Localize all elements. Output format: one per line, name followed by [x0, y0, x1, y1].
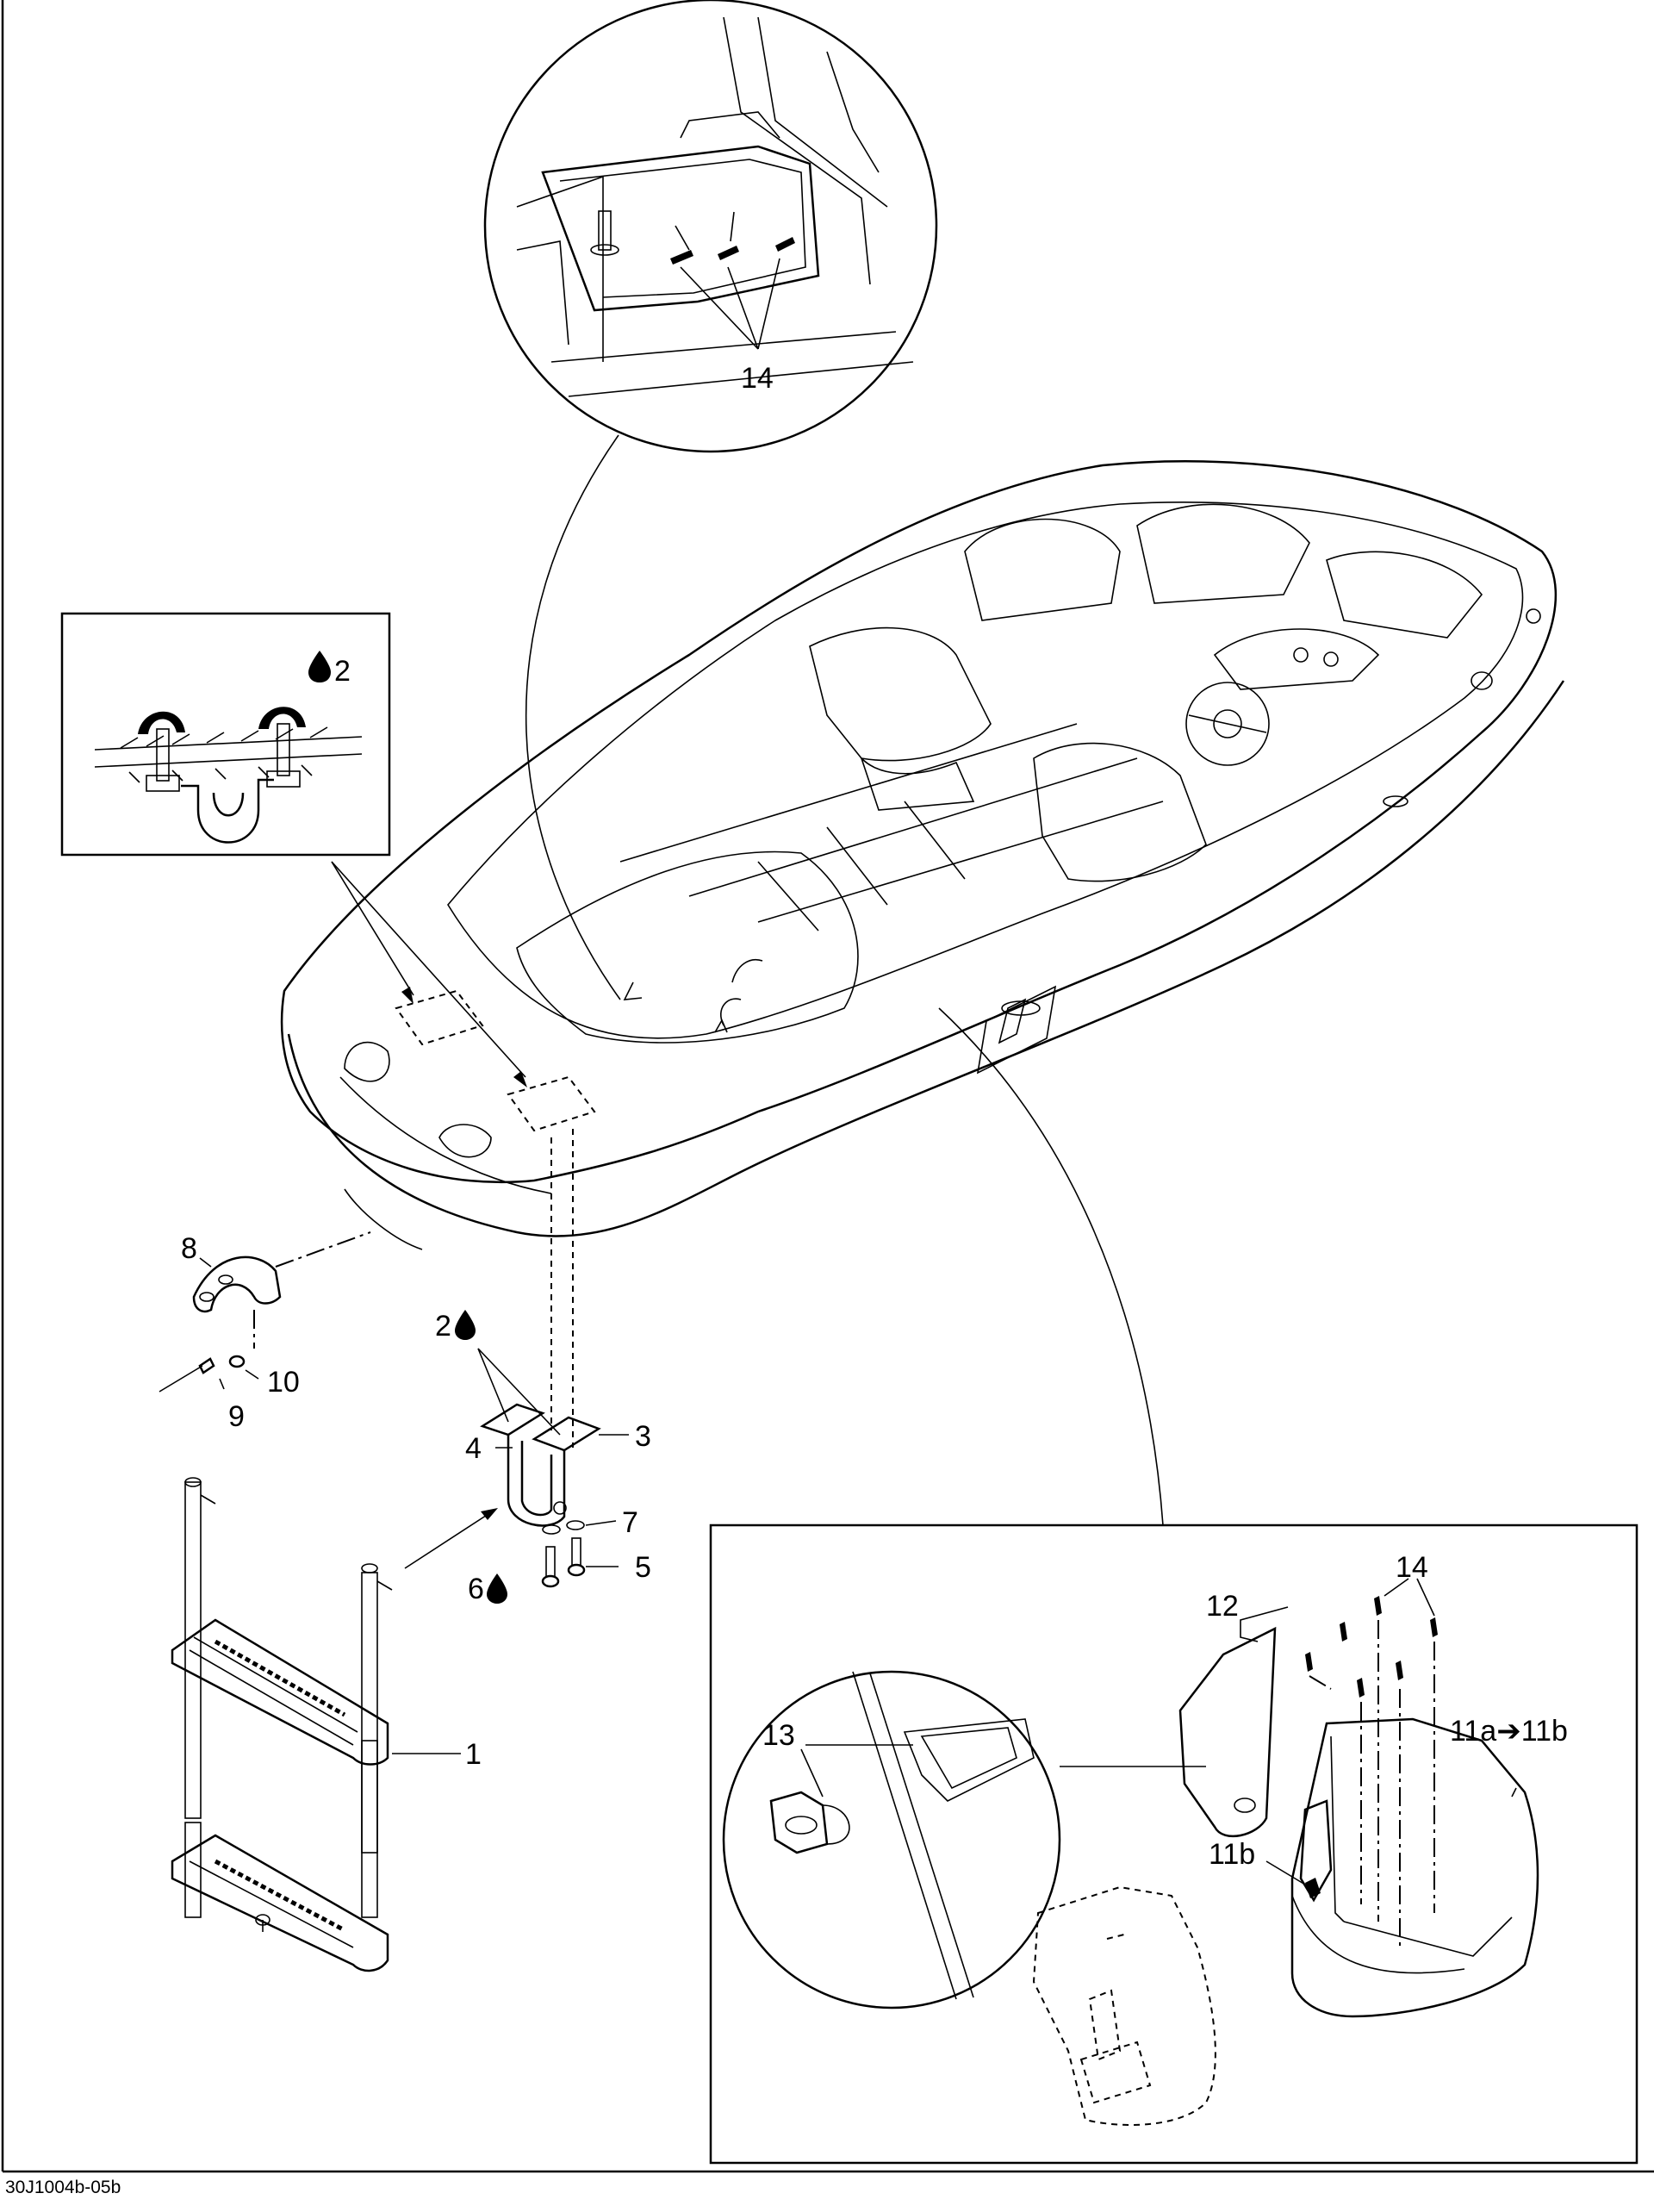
drawing-id: 30J1004b-05b: [5, 2178, 121, 2197]
callout-2-box: 2: [334, 655, 351, 688]
compartment-detail-box: [709, 1007, 1638, 2165]
callout-13: 13: [762, 1719, 795, 1752]
top-detail-circle: 14: [483, 0, 938, 453]
leader-top-detail: [525, 434, 621, 1000]
stern-eye-assembly: [159, 1231, 371, 1393]
callout-11a-11b: 11a➔11b: [1450, 1715, 1568, 1748]
callout-6: 6: [468, 1573, 484, 1605]
callout-11b: 11b: [1209, 1838, 1255, 1871]
callout-2-bracket: 2: [435, 1310, 451, 1343]
callout-labels: 8 10 9 2 4 3 7 5 6 1 14 12 13 11a➔11b 11…: [181, 1232, 1568, 1871]
callout-9: 9: [228, 1400, 245, 1433]
callout-4: 4: [465, 1432, 482, 1465]
callout-3: 3: [635, 1420, 651, 1453]
boat-hull: [280, 460, 1565, 1250]
mount-projection-lines: [550, 1129, 574, 1448]
callout-8: 8: [181, 1232, 197, 1265]
ladder: [171, 1477, 461, 1972]
callout-7: 7: [622, 1506, 638, 1539]
callout-14-box: 14: [1396, 1551, 1428, 1584]
callout-14-top: 14: [741, 362, 774, 395]
sealant-drop-icon-6: [487, 1573, 507, 1604]
leader-box-detail: [938, 1007, 1164, 1526]
callout-1: 1: [465, 1738, 482, 1771]
clamp-detail-box: 2: [60, 612, 527, 1087]
callout-5: 5: [635, 1551, 651, 1584]
callout-12: 12: [1206, 1590, 1239, 1623]
sealant-drop-icon: [308, 651, 331, 682]
sealant-drop-icon-2: [455, 1310, 476, 1340]
bracket-assembly: [404, 1348, 629, 1588]
callout-10: 10: [267, 1366, 300, 1399]
